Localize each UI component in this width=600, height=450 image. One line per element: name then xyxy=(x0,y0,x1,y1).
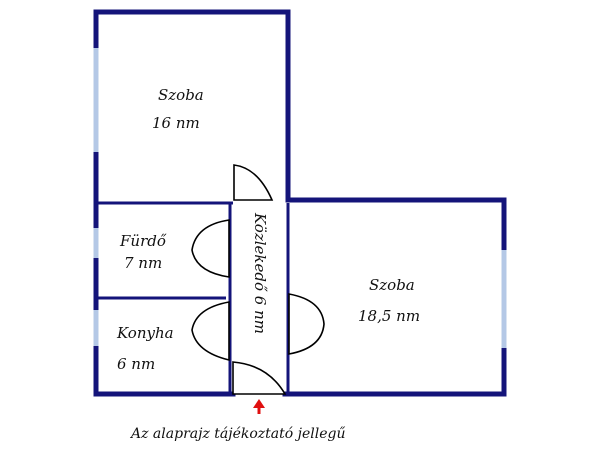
plan-caption: Az alaprajz tájékoztató jellegű xyxy=(129,426,345,442)
door-kitchen xyxy=(191,301,230,362)
door-bathroom xyxy=(191,219,230,278)
bathroom: Fürdő 7 nm xyxy=(119,232,167,272)
kitchen-area: 6 nm xyxy=(117,355,155,373)
inner-walls xyxy=(96,201,290,394)
room-top-name: Szoba xyxy=(158,86,204,104)
kitchen: Konyha 6 nm xyxy=(116,324,174,373)
entrance-arrow-head xyxy=(253,399,265,408)
room-top: Szoba 16 nm xyxy=(152,86,204,132)
room-right-name: Szoba xyxy=(369,276,415,294)
wall-right-room xyxy=(282,197,507,397)
doors xyxy=(191,164,325,395)
room-right: Szoba 18,5 nm xyxy=(358,276,420,325)
room-top-area: 16 nm xyxy=(152,114,200,132)
bathroom-area: 7 nm xyxy=(124,254,162,272)
kitchen-name: Konyha xyxy=(116,324,174,342)
door-right-room xyxy=(288,293,325,355)
windows xyxy=(93,48,507,348)
room-right-area: 18,5 nm xyxy=(358,307,420,325)
up-arrow-icon xyxy=(253,399,265,414)
door-top-room xyxy=(233,164,274,201)
wall-top-room xyxy=(93,9,291,203)
corridor-label: Közlekedő 6 nm xyxy=(251,212,269,334)
door-entrance xyxy=(232,361,287,395)
bathroom-name: Fürdő xyxy=(119,232,167,250)
